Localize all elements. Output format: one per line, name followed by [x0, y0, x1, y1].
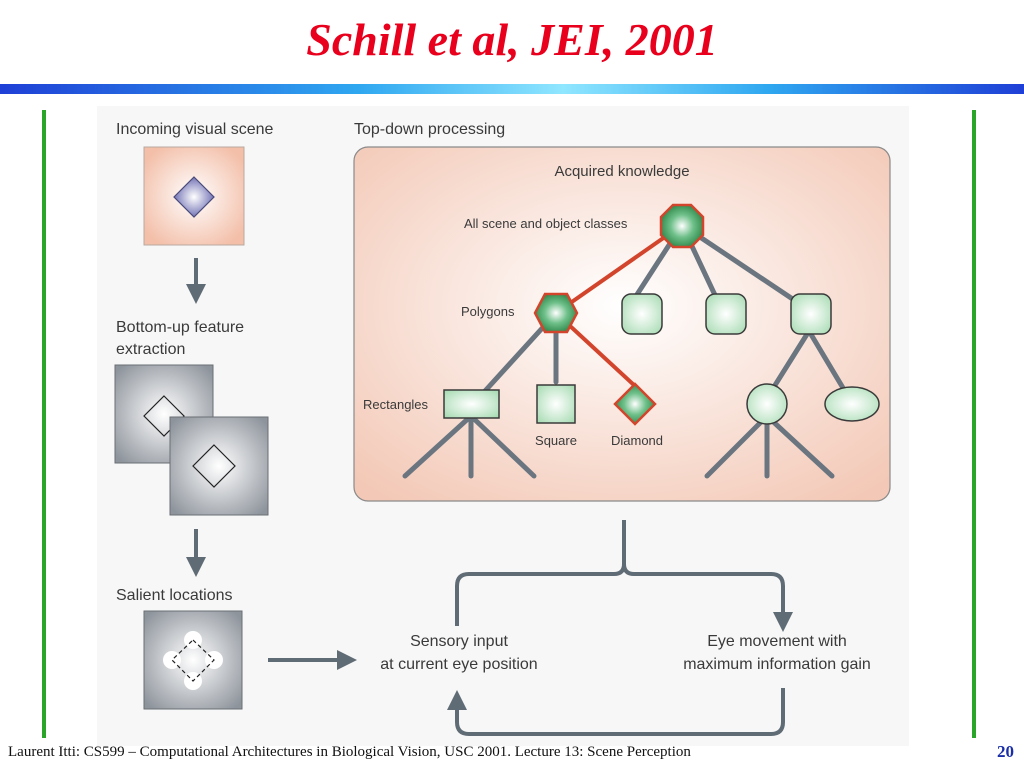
diamond-stimulus-icon	[173, 176, 215, 218]
bottom-up-label-line1: Bottom-up feature	[116, 319, 244, 336]
salient-diamond-dashed-icon	[171, 639, 215, 682]
feature-diamond-front-icon	[192, 444, 236, 488]
left-green-rule	[42, 110, 46, 738]
loop-arrow-to-sensory	[447, 688, 785, 736]
salient-locations-label: Salient locations	[116, 587, 233, 604]
class-node-2	[621, 293, 663, 335]
right-green-rule	[972, 110, 976, 738]
eye-movement-line1: Eye movement with	[707, 633, 847, 650]
square-node	[536, 384, 576, 424]
sensory-input-line1: Sensory input	[410, 633, 508, 650]
root-class-node	[659, 203, 705, 249]
slide-footer: Laurent Itti: CS599 – Computational Arch…	[8, 744, 691, 760]
panel-down-connector	[455, 520, 626, 626]
root-class-label: All scene and object classes	[464, 216, 628, 231]
incoming-scene-label: Incoming visual scene	[116, 121, 274, 138]
feature-map-front	[169, 416, 269, 516]
polygons-label: Polygons	[461, 304, 515, 319]
top-down-label: Top-down processing	[354, 121, 505, 138]
bottom-up-label-line2: extraction	[116, 341, 185, 358]
diamond-node	[613, 382, 657, 426]
page-number: 20	[997, 742, 1014, 761]
schill-diagram-figure: Incoming visual scene Bottom-up feature …	[97, 106, 909, 746]
class-node-3	[705, 293, 747, 335]
title-gradient-bar	[0, 84, 1024, 94]
slide-title: Schill et al, JEI, 2001	[306, 14, 718, 65]
polygons-node	[533, 292, 579, 334]
eye-movement-line2: maximum information gain	[683, 656, 871, 673]
loop-arrow-to-eye-movement	[622, 563, 793, 632]
acquired-knowledge-title: Acquired knowledge	[554, 163, 689, 180]
rectangles-label: Rectangles	[363, 397, 429, 412]
feature-diamond-back-icon	[143, 395, 185, 437]
diagram-canvas: Incoming visual scene Bottom-up feature …	[114, 121, 891, 736]
rectangles-node	[443, 389, 500, 419]
class-node-4	[790, 293, 832, 335]
ellipse-node	[824, 386, 880, 422]
circle-node	[746, 383, 788, 425]
square-label: Square	[535, 433, 577, 448]
salient-map-box	[143, 610, 243, 710]
diamond-label: Diamond	[611, 433, 663, 448]
sensory-input-line2: at current eye position	[380, 656, 537, 673]
